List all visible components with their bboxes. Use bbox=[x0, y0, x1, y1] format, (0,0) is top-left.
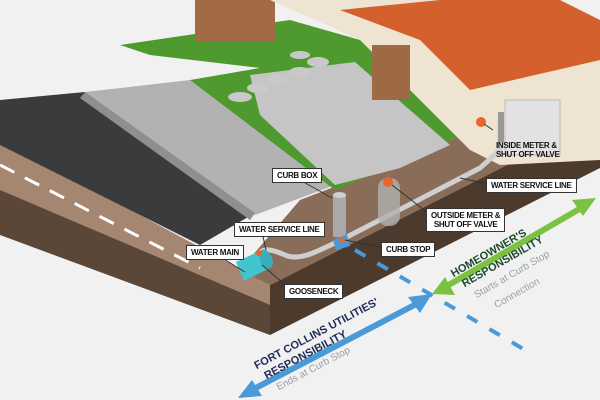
outside-shutoff-valve bbox=[383, 177, 393, 187]
label-water-service-line-right: WATER SERVICE LINE bbox=[486, 178, 577, 193]
fence bbox=[195, 0, 275, 42]
curb bbox=[80, 92, 255, 220]
house-roof bbox=[340, 0, 600, 90]
road-lane-markings bbox=[0, 163, 201, 270]
stepping-stones bbox=[228, 51, 329, 102]
inside-meter bbox=[498, 112, 504, 142]
label-line: INSIDE METER & bbox=[496, 141, 557, 150]
garage-door bbox=[372, 45, 410, 100]
basement-window bbox=[504, 99, 561, 156]
label-inside-meter: INSIDE METER & SHUT OFF VALVE bbox=[492, 139, 564, 161]
label-curb-stop: CURB STOP bbox=[381, 242, 436, 257]
label-line: SHUT OFF VALVE bbox=[433, 220, 498, 229]
soil-left-face-top bbox=[0, 140, 270, 305]
label-gooseneck: GOOSENECK bbox=[284, 284, 344, 299]
curb-stop-boundary-dashed-line bbox=[353, 248, 527, 352]
label-line: SHUT OFF VALVE bbox=[496, 150, 560, 159]
label-water-service-line: WATER SERVICE LINE bbox=[234, 222, 325, 237]
outside-meter-pit bbox=[378, 178, 400, 226]
curb-box bbox=[333, 195, 346, 237]
label-water-main: WATER MAIN bbox=[186, 245, 244, 260]
label-outside-meter: OUTSIDE METER & SHUT OFF VALVE bbox=[426, 208, 506, 232]
label-curb-box: CURB BOX bbox=[272, 168, 323, 183]
road bbox=[0, 92, 255, 245]
homeowner-responsibility-arrow bbox=[432, 198, 596, 295]
driveway bbox=[250, 62, 450, 185]
water-main-pipe bbox=[236, 249, 273, 281]
utility-responsibility-arrow bbox=[238, 294, 432, 398]
inside-shutoff-valve bbox=[476, 117, 486, 127]
label-line: OUTSIDE METER & bbox=[431, 211, 501, 220]
